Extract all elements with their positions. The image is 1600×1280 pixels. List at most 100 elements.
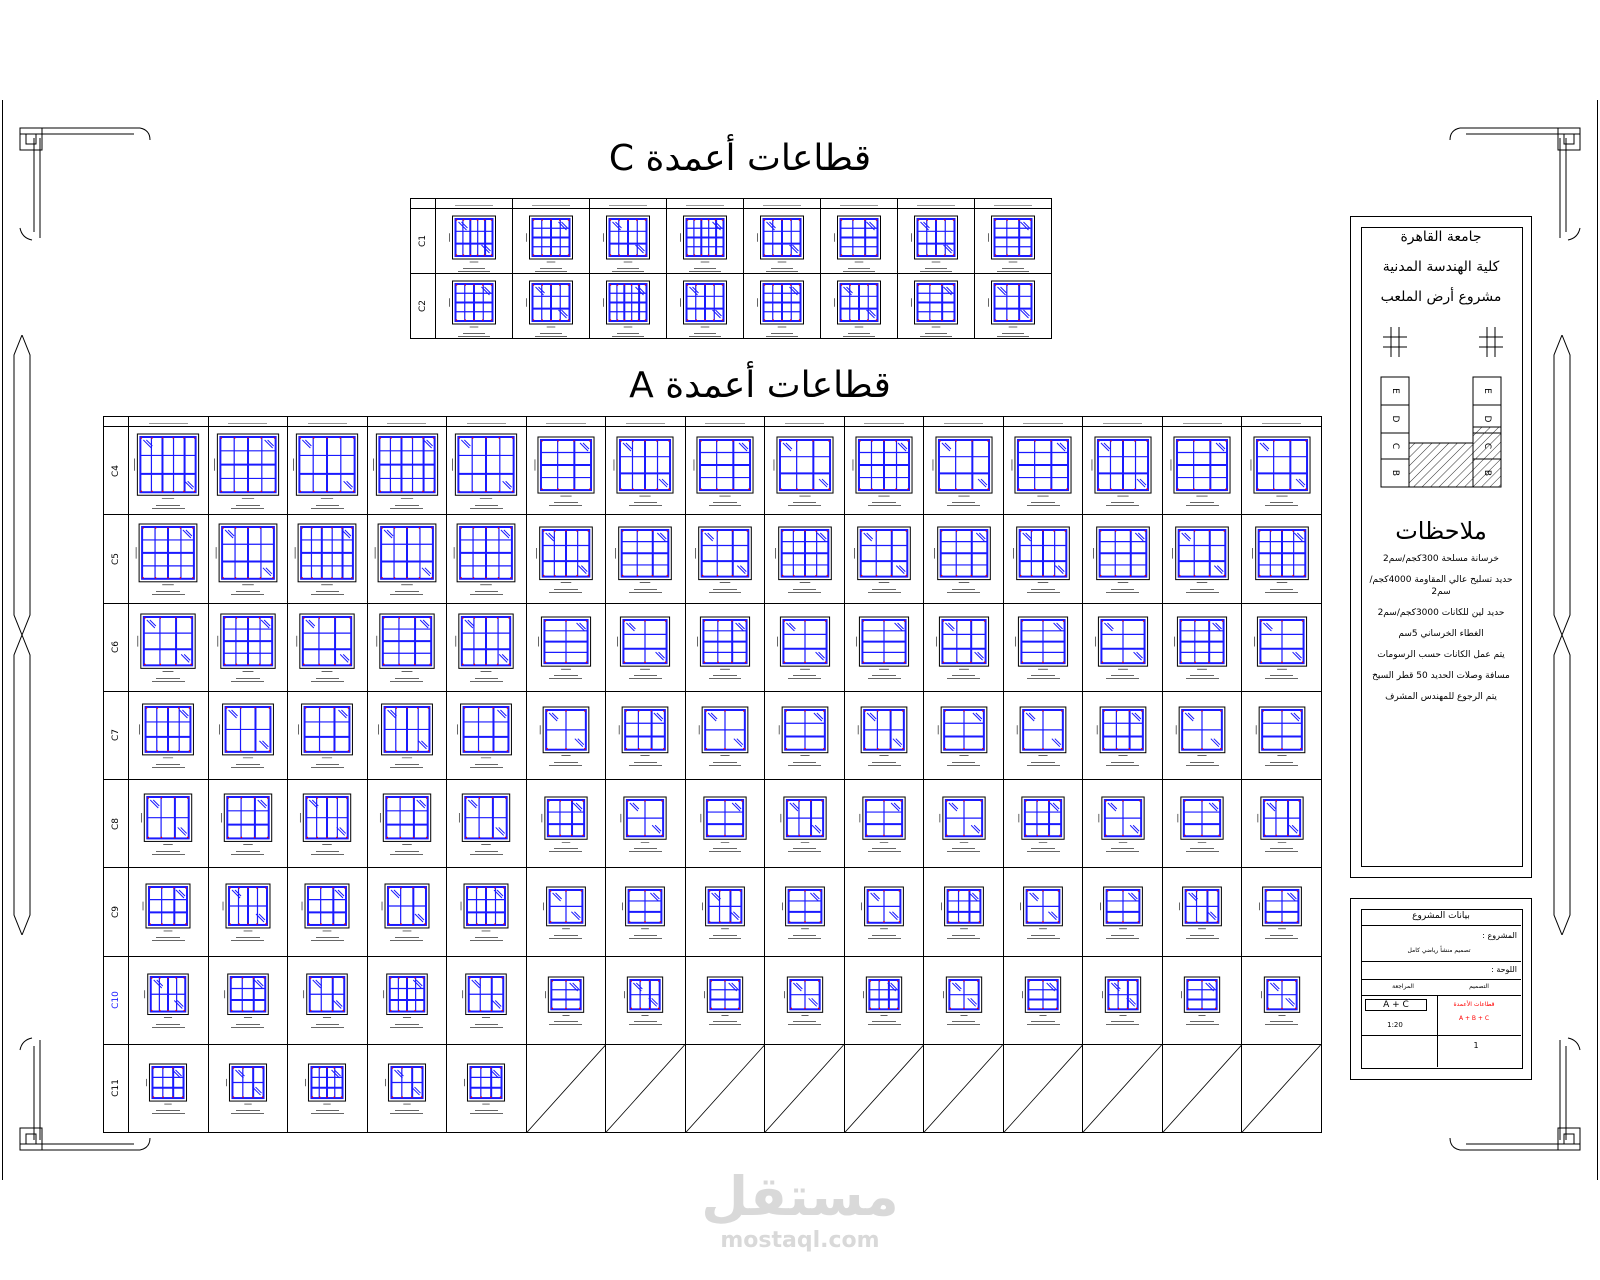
header-placeholder-line [466,422,507,424]
section-cell [287,778,368,869]
section-wrapper [834,277,885,332]
column-section-drawing [697,616,751,670]
section-cell [207,955,289,1045]
column-header-cell [843,416,925,427]
section-wrapper [1011,433,1075,501]
column-section-drawing [939,796,986,843]
empty-cell-diagonal [765,1045,844,1132]
column-section-drawing [757,280,804,328]
row-label-cell: C4 [103,425,129,516]
section-cell [923,778,1004,869]
column-header-cell [1082,416,1163,427]
section-cell [1002,602,1084,692]
column-section-drawing [1257,796,1304,843]
section-caption-lines [129,850,207,857]
row-label: C4 [110,464,121,477]
section-cell [128,690,209,781]
note-item: حديد لين للكانات 3000كجم/سم2 [1377,608,1505,618]
section-wrapper [1099,883,1146,934]
column-section-drawing [213,433,279,500]
title-block: بيانات المشروع المشروع : تصميم منشأ رياض… [1350,898,1532,1080]
section-wrapper [1174,613,1231,674]
section-wrapper [1101,973,1144,1020]
section-cell [684,1043,766,1134]
section-cell [605,514,686,604]
column-section-drawing [1096,706,1146,757]
section-wrapper [536,523,597,588]
section-wrapper [1179,883,1226,934]
column-section-drawing [834,215,881,263]
section-caption-lines [1163,934,1241,941]
section-wrapper [1181,973,1224,1020]
corner-ornament-bottom-right [1449,1037,1581,1151]
section-cell [1161,778,1243,869]
section-cell [207,690,289,781]
column-section-drawing [1020,886,1064,930]
section-cell [525,778,607,869]
section-wrapper [464,1060,509,1109]
section-wrapper [937,703,991,761]
section-cell [666,208,744,274]
column-section-drawing [461,883,509,932]
side-ornament-left [13,335,31,935]
section-cell [764,867,845,957]
column-section-drawing [374,523,437,586]
section-caption-lines [607,1020,685,1027]
section-caption-lines [745,332,820,338]
section-cell [435,273,513,339]
empty-cell-diagonal [1163,1045,1242,1132]
section-wrapper [455,610,517,676]
header-placeholder-line [609,204,647,206]
section-caption-lines [1084,588,1162,595]
section-cell [446,690,527,781]
header-placeholder-line [546,422,586,424]
section-caption-lines [686,847,764,854]
section-caption-lines [1163,674,1241,681]
section-caption-lines [514,267,589,273]
column-header-cell [207,416,289,427]
section-caption-lines [1084,761,1162,768]
section-caption-lines [209,1109,287,1116]
column-section-drawing [137,613,196,673]
divider-3 [1361,995,1521,996]
section-caption-lines [1163,588,1241,595]
section-wrapper [1015,613,1072,674]
column-section-drawing [704,976,744,1016]
block-label-b-right: B [1482,470,1492,476]
column-section-drawing [296,613,356,673]
section-caption-lines [368,763,446,770]
column-section-drawing [225,1063,267,1105]
section-caption-lines [368,850,446,857]
section-wrapper [544,973,587,1020]
section-wrapper [624,973,667,1020]
row-label: C6 [110,641,121,654]
column-section-drawing [680,215,727,263]
section-caption-lines [845,588,923,595]
section-cell [843,514,925,604]
section-wrapper [1094,613,1151,674]
section-wrapper [778,703,832,761]
watermark-brand: مستقل [701,1165,899,1228]
section-caption-lines [527,761,605,768]
section-wrapper [1257,793,1307,847]
section-wrapper [146,1060,191,1109]
column-section-drawing [1172,526,1229,583]
column-section-drawing [449,215,496,263]
column-section-drawing [693,436,754,497]
section-caption-lines [1004,934,1082,941]
column-section-drawing [857,706,908,757]
column-header-cell [1002,416,1084,427]
section-caption-lines [129,763,207,770]
section-wrapper [757,212,808,267]
section-caption-lines [766,934,844,941]
column-section-drawing [861,886,904,930]
section-caption-lines [448,850,526,857]
column-header-cell [605,416,686,427]
section-caption-lines [766,1020,844,1027]
row-label-cell: C10 [103,955,129,1045]
section-caption-lines [448,763,526,770]
section-wrapper [462,970,511,1023]
section-cell [843,778,925,869]
section-wrapper [1013,523,1074,588]
